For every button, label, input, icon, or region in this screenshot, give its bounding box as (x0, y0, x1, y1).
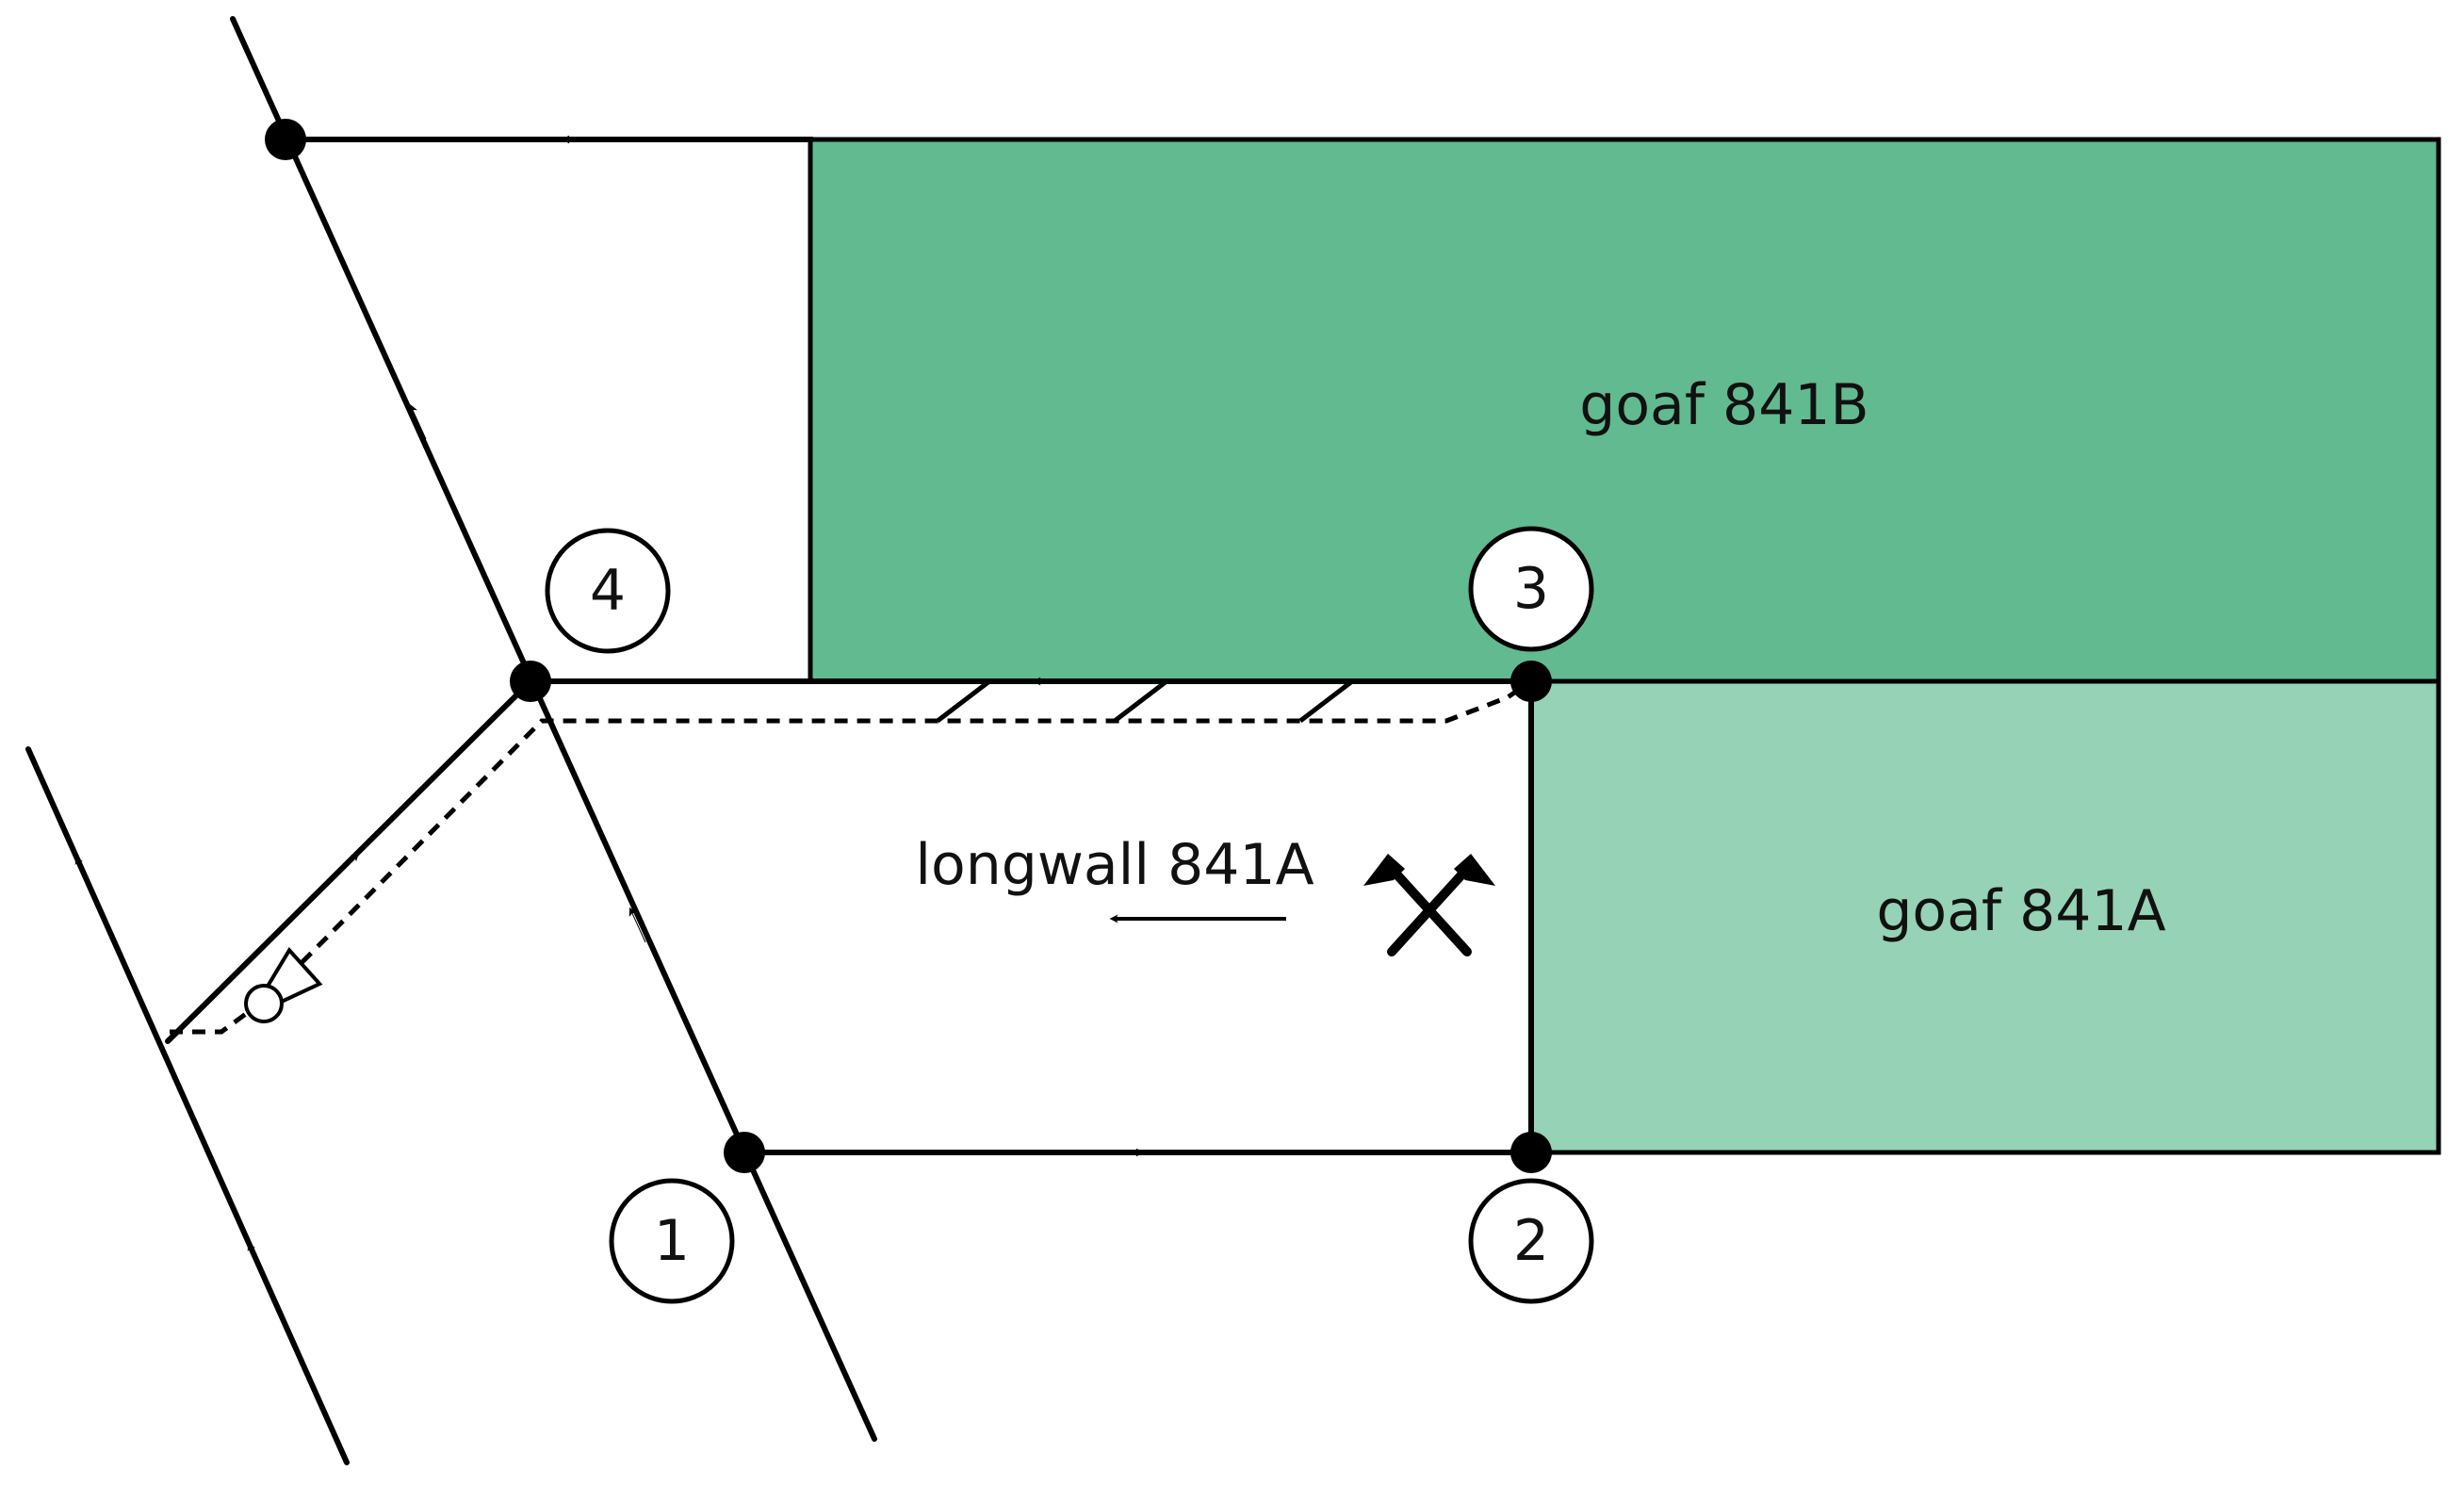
junction-dot (510, 661, 551, 702)
dashed-gas-drainage-line (170, 678, 1533, 1035)
flow-arrow-branch (329, 852, 360, 883)
node-badge-3: 3 (1468, 526, 1594, 652)
node-badge-1: 1 (609, 1178, 735, 1304)
node-badge-4: 4 (545, 528, 671, 654)
node-label-3: 3 (1513, 556, 1549, 622)
node-label-1: 1 (654, 1208, 690, 1274)
junction-dot (1510, 661, 1552, 702)
goaf-841a-label: goaf 841A (1876, 878, 2165, 944)
hatch-mark (936, 679, 991, 723)
diagonal-branch-road (165, 678, 533, 1044)
fan-icon (244, 947, 323, 1023)
goaf-841a-area (1528, 678, 2441, 1155)
flow-arrow-main-road (409, 403, 427, 440)
goaf-841b-label: goaf 841B (1579, 372, 1868, 438)
junction-dot (265, 119, 306, 160)
left-inclined-shaft (25, 746, 350, 1465)
flow-arrow-lower-road (628, 907, 646, 943)
junction-dot (1510, 1132, 1552, 1173)
hatch-mark (1113, 679, 1168, 723)
flow-arrow-left-upper (74, 855, 92, 891)
node-label-2: 2 (1513, 1208, 1549, 1274)
hatch-mark (1298, 679, 1354, 723)
crossed-hammers-icon (1363, 854, 1495, 956)
main-inclined-road (230, 16, 877, 1442)
node-label-4: 4 (590, 558, 626, 624)
longwall-841a-label: longwall 841A (915, 832, 1314, 898)
goaf-841b-area (808, 137, 2441, 684)
node-badge-2: 2 (1468, 1178, 1594, 1304)
flow-arrow-left-lower (247, 1241, 265, 1278)
junction-dot (724, 1132, 765, 1173)
